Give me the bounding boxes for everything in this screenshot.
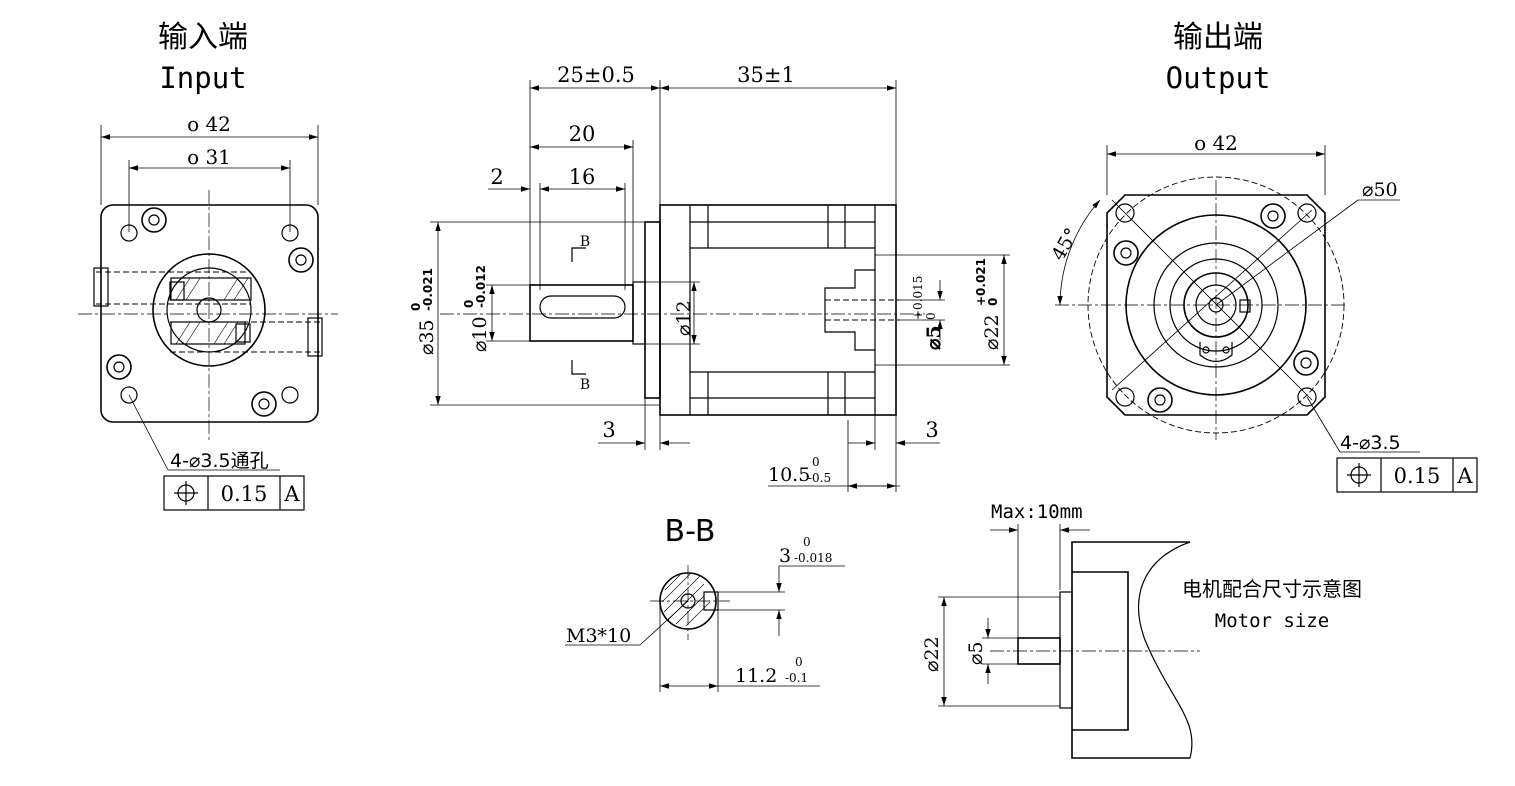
section-key-width: 3 xyxy=(779,545,791,567)
section-mark-bottom: B xyxy=(580,377,590,393)
svg-text:-0.012: -0.012 xyxy=(474,265,488,308)
output-dia-50: ⌀50 xyxy=(1362,179,1398,201)
side-dia-5: ⌀5 xyxy=(923,325,945,350)
input-dim-outer: o 42 xyxy=(187,112,231,136)
svg-text:0: 0 xyxy=(812,455,820,469)
output-tol-value: 0.15 xyxy=(1394,464,1441,488)
output-view: 输出端 Output o 42 xyxy=(1047,20,1478,493)
section-mark-top: B xyxy=(580,234,590,250)
side-dia-12: ⌀12 xyxy=(673,300,695,336)
side-dia-10: ⌀10 xyxy=(469,316,491,352)
svg-text:+0.021: +0.021 xyxy=(974,258,988,306)
side-dim-3-left: 3 xyxy=(602,418,615,442)
side-dim-20: 20 xyxy=(569,122,596,146)
svg-text:0: 0 xyxy=(986,298,1000,306)
input-title-en: Input xyxy=(159,61,246,95)
output-tolerance-frame: 0.15 A xyxy=(1336,457,1478,493)
input-holes-note: 4-⌀3.5通孔 xyxy=(170,450,269,472)
motor-size-view: Max:10mm 电机配合尺寸示意图 Motor size ⌀22 ⌀5 xyxy=(921,501,1362,759)
side-dim-3-right: 3 xyxy=(925,418,938,442)
section-key-depth: 11.2 xyxy=(735,665,777,687)
output-dim-outer: o 42 xyxy=(1194,131,1238,155)
svg-text:0: 0 xyxy=(409,303,423,311)
output-title-cn: 输出端 xyxy=(1173,20,1263,55)
section-bb-title: B-B xyxy=(665,514,716,549)
input-tol-value: 0.15 xyxy=(221,482,268,506)
input-dim-inner: o 31 xyxy=(187,145,231,169)
svg-text:+0.015: +0.015 xyxy=(911,276,925,320)
svg-text:0: 0 xyxy=(462,300,476,308)
motor-title-cn: 电机配合尺寸示意图 xyxy=(1182,577,1362,601)
output-tol-datum: A xyxy=(1456,464,1473,488)
output-holes-note: 4-⌀3.5 xyxy=(1340,432,1401,454)
svg-text:0: 0 xyxy=(795,655,803,669)
svg-text:0: 0 xyxy=(803,535,811,549)
side-dim-16: 16 xyxy=(569,165,596,189)
side-dia-35: ⌀35 xyxy=(416,319,438,355)
svg-text:-0.021: -0.021 xyxy=(421,268,435,311)
side-dim-25: 25±0.5 xyxy=(557,63,635,87)
side-dia-22: ⌀22 xyxy=(981,314,1003,350)
input-tol-datum: A xyxy=(283,482,300,506)
svg-text:-0.1: -0.1 xyxy=(785,671,808,685)
output-title-en: Output xyxy=(1166,61,1271,95)
input-view: 输入端 Input o 42 o 31 xyxy=(78,20,338,511)
motor-title-en: Motor size xyxy=(1215,610,1329,632)
side-dim-2: 2 xyxy=(490,165,503,189)
side-view: 25±0.5 35±1 20 16 2 xyxy=(409,63,1010,492)
side-dim-10-5: 10.5 xyxy=(768,464,810,486)
svg-text:-0.5: -0.5 xyxy=(808,471,831,485)
motor-max-note: Max:10mm xyxy=(991,501,1083,523)
motor-dia-5: ⌀5 xyxy=(965,641,987,665)
section-bb: B-B 3 0 -0.018 M3*10 11.2 0 -0.1 xyxy=(565,514,845,692)
motor-dia-22: ⌀22 xyxy=(921,636,943,672)
svg-text:0: 0 xyxy=(924,312,938,320)
side-dim-35: 35±1 xyxy=(737,63,795,87)
output-angle: 45° xyxy=(1047,224,1083,264)
input-tolerance-frame: 0.15 A xyxy=(163,475,305,511)
section-thread: M3*10 xyxy=(566,625,631,647)
input-title-cn: 输入端 xyxy=(158,20,248,55)
svg-text:-0.018: -0.018 xyxy=(794,551,832,565)
